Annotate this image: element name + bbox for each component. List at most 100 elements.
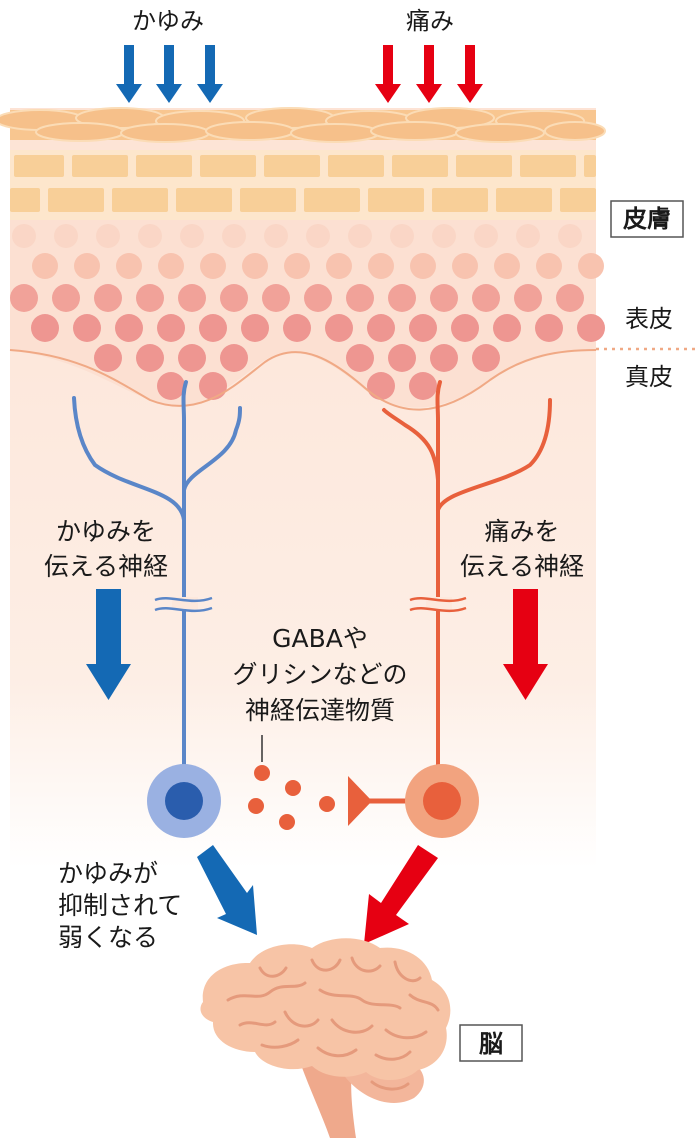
epidermis-cell [348, 224, 372, 248]
pain-signal-arrow [503, 589, 548, 700]
pain-nerve-break [409, 596, 467, 613]
epidermis-cell [178, 284, 206, 312]
epidermis-cell [222, 224, 246, 248]
epidermis-cell [180, 224, 204, 248]
skin-section [0, 107, 700, 868]
epidermis-cell [306, 224, 330, 248]
epidermis-cell [31, 314, 59, 342]
epidermis-cell [390, 224, 414, 248]
pain-neuron-cell-body [405, 764, 479, 838]
pain-stimulus-label: 痛み [406, 7, 454, 35]
result-label-line2: 抑制されて [58, 891, 182, 920]
epidermis-cell [367, 372, 395, 400]
granular-layer [10, 150, 596, 220]
brain-label-box [459, 1024, 523, 1062]
epidermis-cell [242, 253, 268, 279]
epidermis-cell [136, 284, 164, 312]
brain-cerebrum [200, 938, 451, 1081]
epidermis-cell [346, 344, 374, 372]
epidermis-cell [430, 284, 458, 312]
pain-to-brain-arrow [364, 845, 438, 944]
itch-arrow-3 [197, 45, 223, 103]
transmitter-label-line1: GABAや [272, 624, 368, 653]
pain-nerve-branch-mid [435, 380, 442, 492]
epidermis-cell [388, 344, 416, 372]
epidermis-cell [578, 253, 604, 279]
epidermis-cell [516, 224, 540, 248]
epidermis-cell [157, 372, 185, 400]
epidermis-cell [220, 344, 248, 372]
epidermis-cells [10, 224, 605, 400]
epidermis-cell [116, 253, 142, 279]
basement-membrane [9, 349, 597, 411]
pain-nerve-label-line1: 痛みを [484, 517, 559, 546]
stratum-corneum [0, 107, 606, 143]
epidermis-cell [514, 284, 542, 312]
epidermis-cell [178, 344, 206, 372]
epidermis-cell [264, 224, 288, 248]
epidermis-cell [200, 253, 226, 279]
itch-nerve-label-line1: かゆみを [56, 517, 156, 546]
epidermis-cell [430, 344, 458, 372]
itch-arrow-1 [116, 45, 142, 103]
epidermis-cell [96, 224, 120, 248]
epidermis-cell [326, 253, 352, 279]
epidermis-cell [284, 253, 310, 279]
brain-sulci [226, 956, 440, 1091]
pain-stimulus-arrows [375, 45, 483, 103]
pain-nerve [382, 380, 552, 772]
epidermis-cell [367, 314, 395, 342]
epidermis-cell [241, 314, 269, 342]
epidermis-cell [325, 314, 353, 342]
molecule [248, 798, 264, 814]
epidermis-cell [452, 253, 478, 279]
pain-nerve-label-line2: 伝える神経 [460, 552, 584, 581]
molecule [254, 765, 270, 781]
epidermis-cell [283, 314, 311, 342]
epidermis-cell [472, 344, 500, 372]
epidermis-cell [54, 224, 78, 248]
itch-stimulus-arrows [116, 45, 223, 103]
epidermis-cell [432, 224, 456, 248]
brain-icon [200, 938, 451, 1138]
epidermis-cell [199, 314, 227, 342]
synaptic-terminal [348, 776, 408, 826]
itch-arrow-2 [156, 45, 182, 103]
epidermis-cell [558, 224, 582, 248]
itch-nerve [72, 380, 242, 772]
brain-label: 脳 [479, 1030, 503, 1058]
epidermis-cell [10, 284, 38, 312]
epidermis-cell [74, 253, 100, 279]
epidermis-cell [409, 314, 437, 342]
result-label-line1: かゆみが [58, 859, 158, 888]
epidermis-cell [474, 224, 498, 248]
itch-nerve-break [154, 596, 213, 613]
itch-nerve-branch-left [72, 396, 186, 522]
epidermis-cell [304, 284, 332, 312]
itch-stimulus-label: かゆみ [132, 7, 204, 35]
pain-nerve-branch-right [436, 398, 552, 512]
epidermis-cell [409, 372, 437, 400]
skin-label: 皮膚 [623, 205, 671, 233]
brain-stem [300, 1062, 356, 1138]
epidermis-cell [94, 284, 122, 312]
pain-arrow-2 [416, 45, 442, 103]
transmitter-label-line3: 神経伝達物質 [245, 696, 395, 725]
epidermis-cell [535, 314, 563, 342]
epidermis-cell [115, 314, 143, 342]
molecule [285, 780, 301, 796]
epidermis-cell [262, 284, 290, 312]
epidermis-cell [157, 314, 185, 342]
epidermis-cell [12, 224, 36, 248]
itch-nerve-branch-right [182, 406, 242, 492]
epidermis-cell [388, 284, 416, 312]
epidermis-cell [494, 253, 520, 279]
itch-to-brain-arrow [197, 845, 257, 935]
pain-arrow-1 [375, 45, 401, 103]
epidermis-cell [158, 253, 184, 279]
epidermis-cell [536, 253, 562, 279]
epidermis-cell [472, 284, 500, 312]
epidermis-cell [220, 284, 248, 312]
pain-arrow-3 [457, 45, 483, 103]
